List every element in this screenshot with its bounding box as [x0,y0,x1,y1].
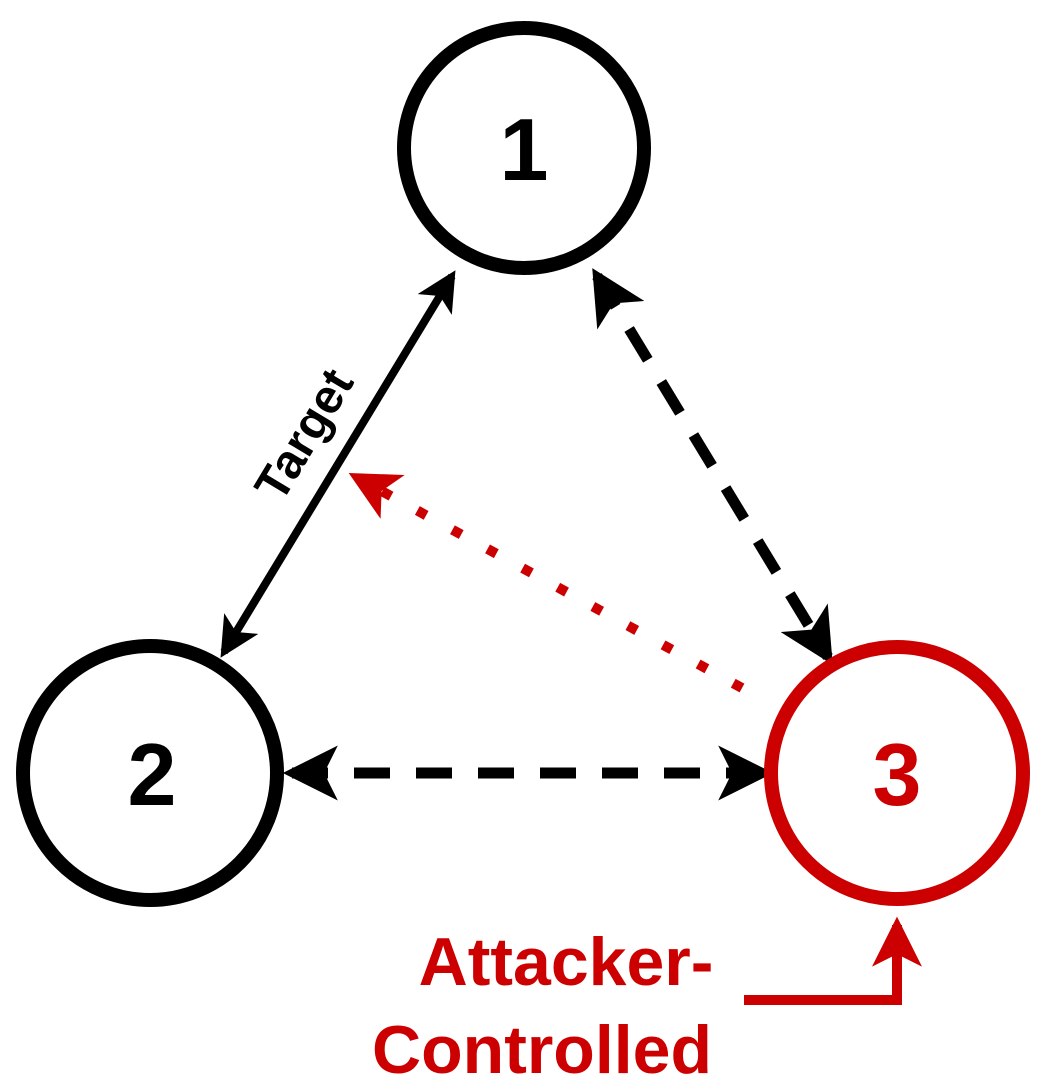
node-3-label: 3 [873,725,922,824]
node-1-circle [397,21,651,275]
node-2: 2 [16,639,284,907]
edge-label-target: Target [245,360,364,510]
caption-line-1: Attacker- [419,924,714,1000]
caption-line-2: Controlled [372,1012,712,1088]
caption-arrow [744,916,922,1005]
attack-arrow [348,472,745,693]
edge-1-2 [220,270,456,658]
node-2-label: 2 [128,725,177,824]
node-1-label: 1 [500,100,549,199]
edge-1-3 [592,268,833,665]
node-3: 3 [764,640,1030,906]
node-1: 1 [397,21,651,275]
node-2-circle [16,639,284,907]
node-3-circle [764,640,1030,906]
